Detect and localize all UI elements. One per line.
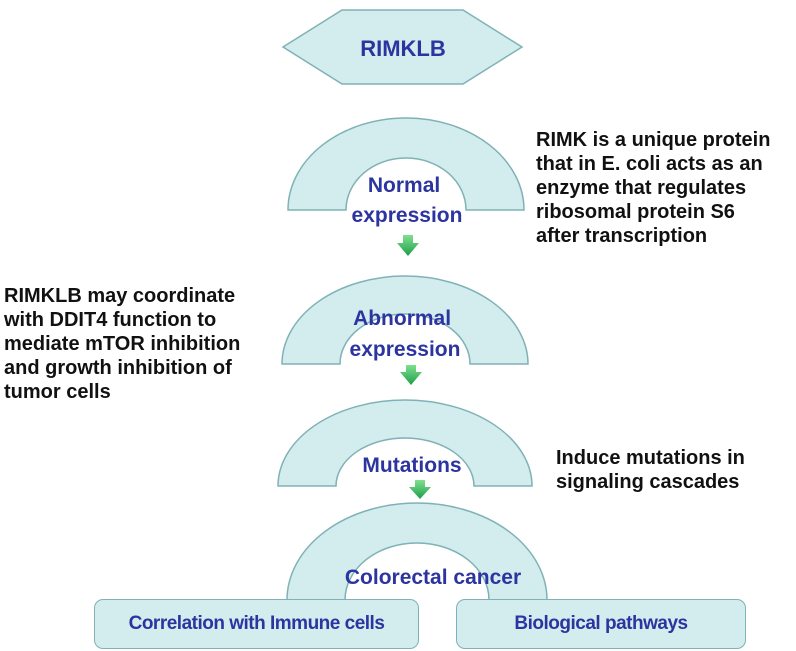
correlation-immune-cells-box: Correlation with Immune cells bbox=[94, 599, 419, 649]
note-rimklb-ddit4: RIMKLB may coordinate with DDIT4 functio… bbox=[4, 285, 241, 403]
correlation-immune-cells-label: Correlation with Immune cells bbox=[128, 613, 385, 634]
arc-colorectal-cancer bbox=[286, 502, 548, 601]
abnormal-expression-label: Abnormal expression bbox=[350, 307, 461, 361]
note-rimk-protein: RIMK is a unique protein that in E. coli… bbox=[536, 129, 771, 247]
rimklb-label: RIMKLB bbox=[360, 36, 446, 61]
note-induce-mutations: Induce mutations in signaling cascades bbox=[556, 447, 745, 493]
arc-normal-expression bbox=[287, 117, 525, 211]
down-arrow-3 bbox=[409, 480, 431, 499]
mutations-label: Mutations bbox=[362, 454, 461, 477]
arc-mutations bbox=[277, 399, 533, 487]
colorectal-cancer-label: Colorectal cancer bbox=[345, 566, 521, 589]
down-arrow-2 bbox=[400, 365, 422, 385]
down-arrow-1 bbox=[397, 235, 419, 256]
arc-abnormal-expression bbox=[281, 275, 529, 365]
normal-expression-label: Normal expression bbox=[352, 174, 463, 227]
biological-pathways-box: Biological pathways bbox=[456, 599, 746, 649]
rimklb-diamond bbox=[281, 9, 524, 85]
biological-pathways-label: Biological pathways bbox=[514, 613, 688, 634]
